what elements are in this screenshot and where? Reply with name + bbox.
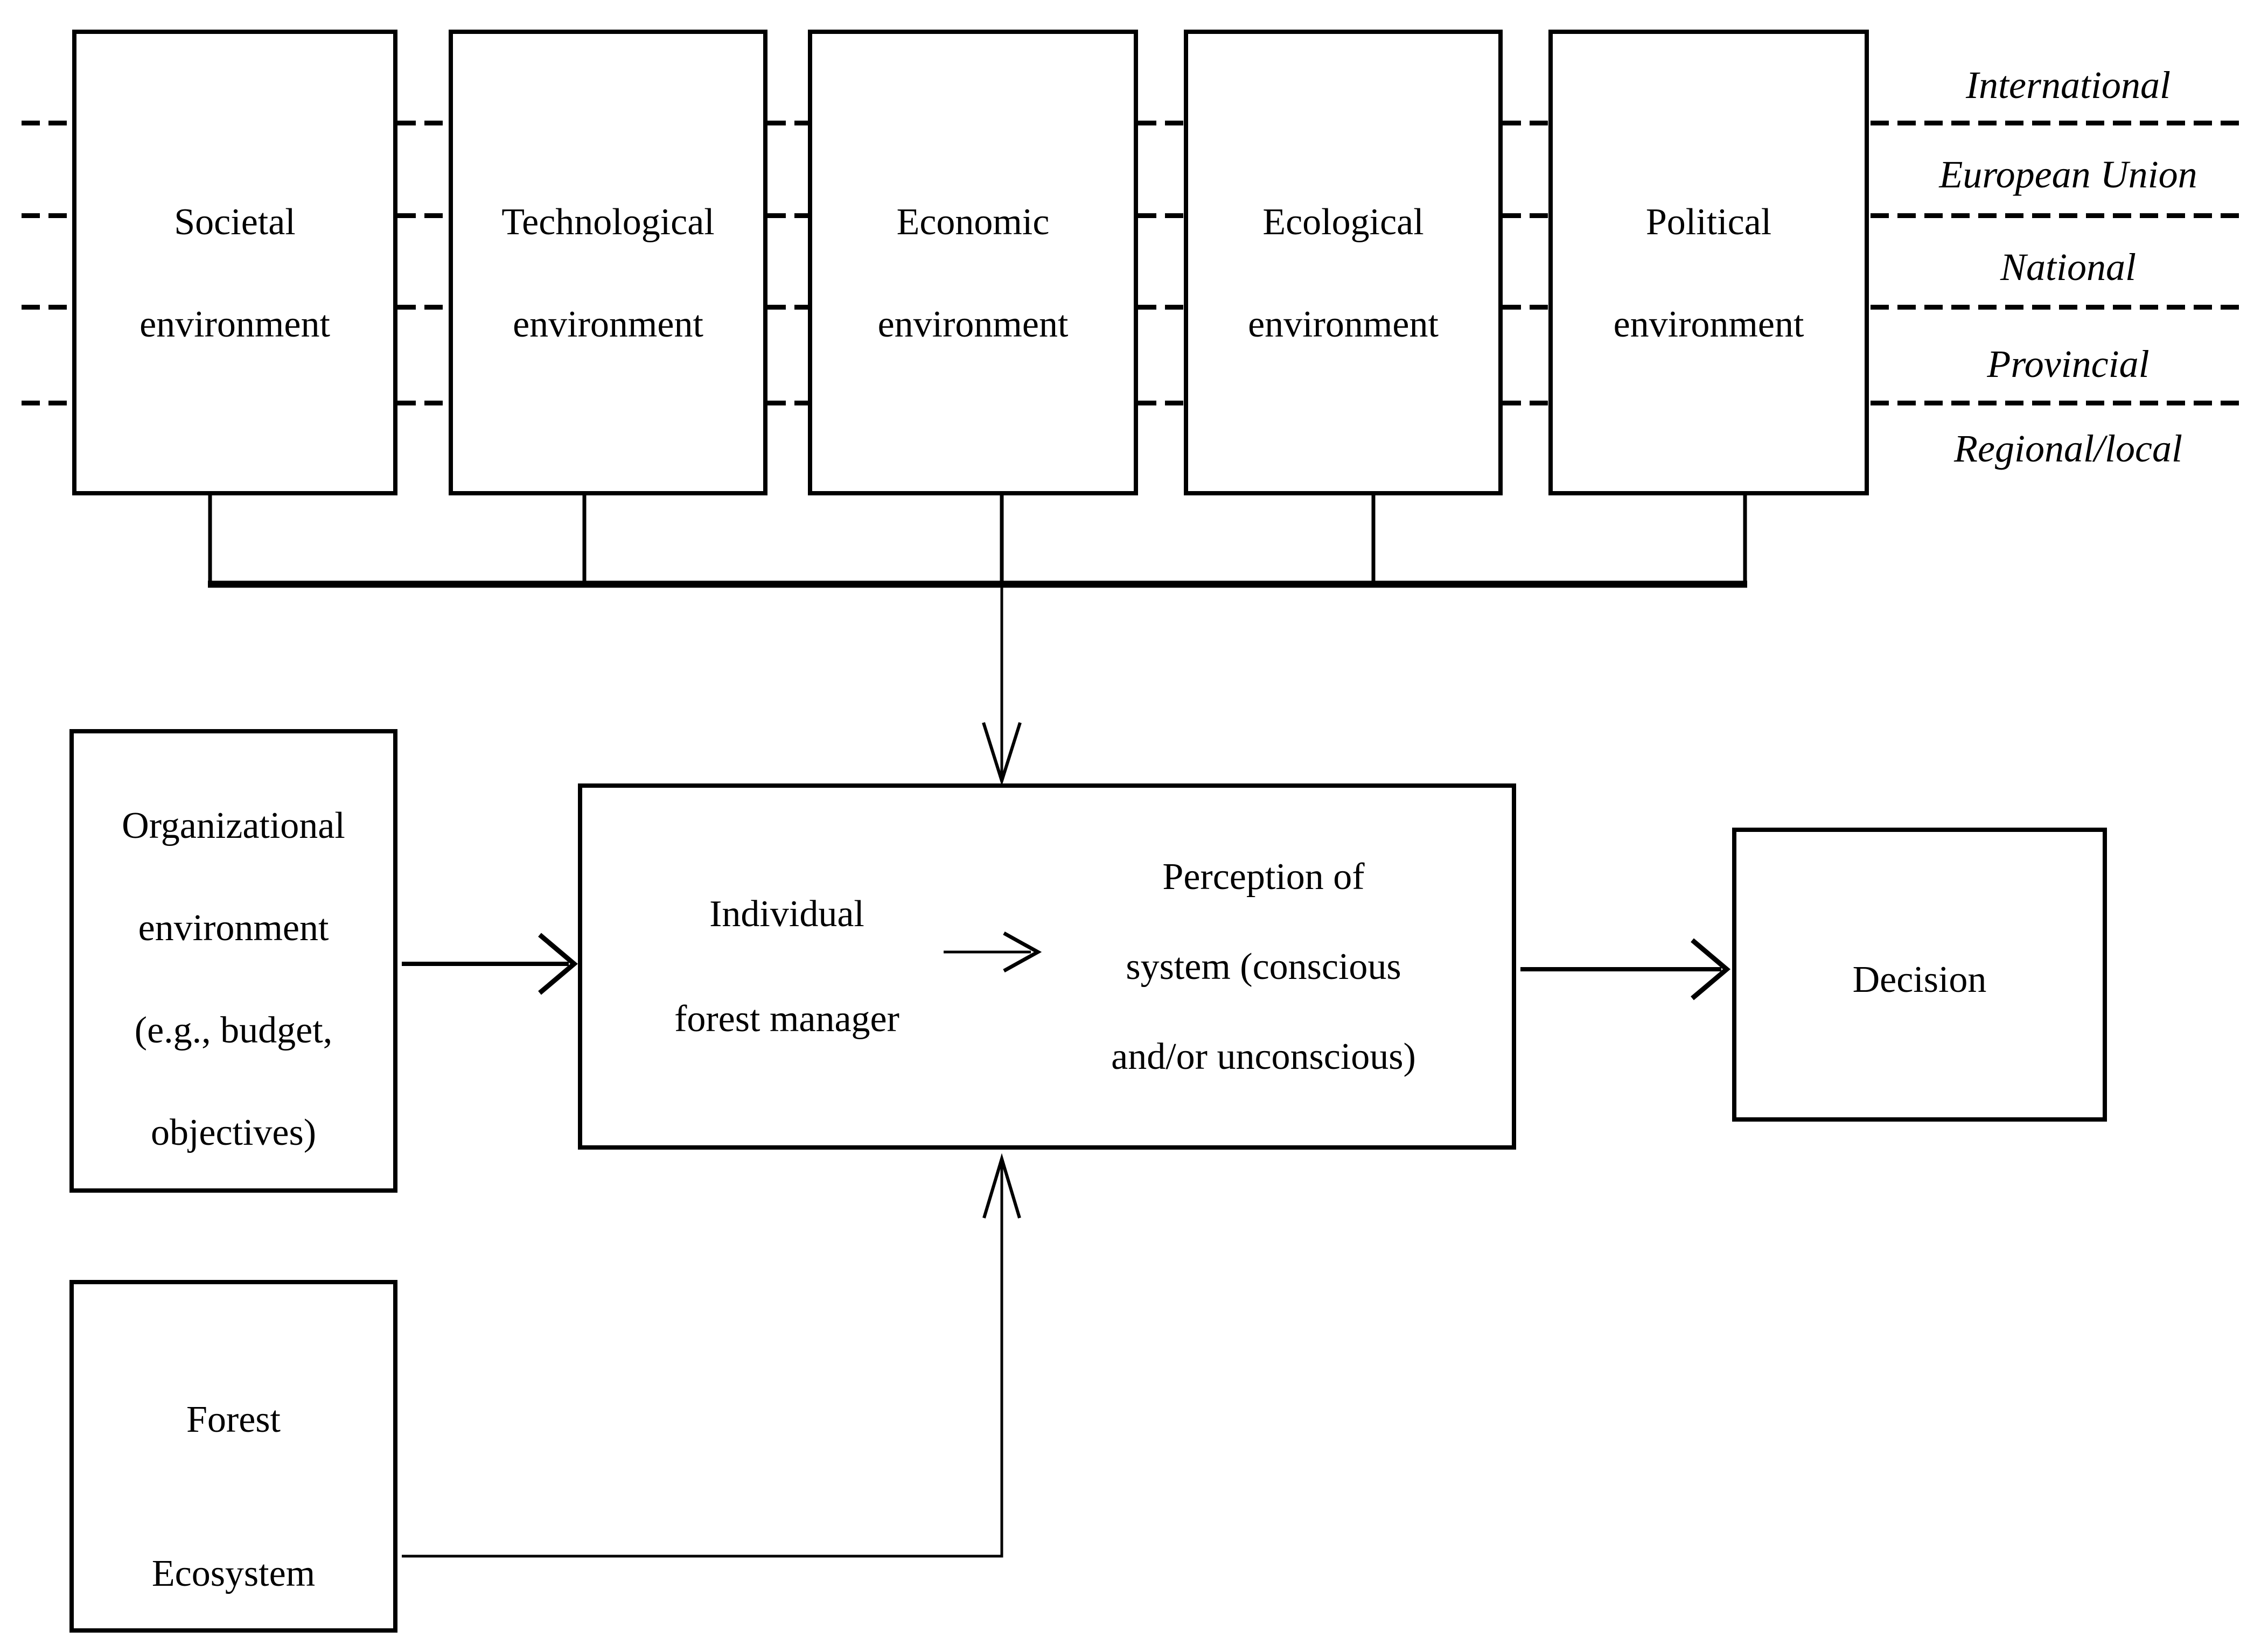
dashed-level-line-segment [1871, 121, 2248, 125]
box-label-line: Societal [174, 201, 296, 243]
scale-label-national: National [2000, 246, 2137, 289]
decision-box: Decision [1732, 828, 2107, 1122]
dashed-level-line-segment [397, 305, 449, 310]
box-label-line: Ecosystem [151, 1552, 316, 1594]
dashed-level-line-segment [397, 401, 449, 405]
box-label-line: Ecological [1262, 201, 1424, 243]
dashed-level-line-segment [397, 213, 449, 218]
box-label-line: Political [1645, 201, 1772, 243]
scale-label-provincial: Provincial [1987, 342, 2150, 386]
dashed-level-line-segment [1138, 213, 1184, 218]
dashed-level-line-segment [767, 121, 808, 125]
box-label-line: environment [513, 303, 703, 345]
dashed-level-line-segment [1138, 401, 1184, 405]
dashed-level-line-segment [1503, 401, 1548, 405]
box-label-line: environment [1248, 303, 1439, 345]
box-label-line: Organizational [122, 804, 345, 846]
forest-manager-perception-box: Individual forest manager Perception of … [578, 783, 1516, 1150]
dashed-level-line-segment [22, 121, 72, 125]
scale-label-european-union: European Union [1939, 153, 2197, 196]
economic-environment-box: Economic environment [808, 30, 1138, 495]
ecological-environment-box: Ecological environment [1184, 30, 1503, 495]
dashed-level-line-segment [22, 401, 72, 405]
box-label-line: system (conscious [1126, 946, 1401, 988]
dashed-level-line-segment [1138, 305, 1184, 310]
box-label-line: environment [139, 303, 330, 345]
dashed-level-line-segment [22, 305, 72, 310]
box-label-line: forest manager [674, 998, 899, 1040]
box-label-line: Technological [501, 201, 715, 243]
box-label-line: Forest [186, 1398, 281, 1440]
dashed-level-line-segment [767, 213, 808, 218]
perception-of-system-text: Perception of system (conscious and/or u… [1040, 788, 1487, 1172]
box-label-line: environment [138, 907, 329, 949]
scale-label-international: International [1966, 64, 2171, 107]
box-label-line: Perception of [1162, 856, 1365, 898]
box-label-line: Individual [709, 893, 864, 935]
scale-label-regional-local: Regional/local [1954, 427, 2182, 470]
dashed-level-line-segment [1871, 401, 2248, 405]
box-label-line: Economic [896, 201, 1050, 243]
dashed-level-line-segment [1503, 121, 1548, 125]
box-label-line: objectives) [150, 1111, 317, 1153]
technological-environment-box: Technological environment [449, 30, 767, 495]
box-label-line: and/or unconscious) [1111, 1035, 1416, 1077]
box-label-line: Decision [1852, 959, 1987, 1000]
manager-to-decision-arrow [1520, 938, 1730, 1000]
individual-forest-manager-text: Individual forest manager [598, 788, 975, 1185]
dashed-level-line-segment [1871, 305, 2248, 310]
forest-to-manager-arrow [402, 1153, 1021, 1558]
box-label-line: environment [877, 303, 1069, 345]
societal-environment-box: Societal environment [72, 30, 397, 495]
box-label-line: environment [1613, 303, 1804, 345]
env-to-manager-arrow [982, 584, 1022, 786]
dashed-level-line-segment [397, 121, 449, 125]
dashed-level-line-segment [1503, 213, 1548, 218]
dashed-level-line-segment [767, 305, 808, 310]
organizational-environment-box: Organizational environment (e.g., budget… [69, 729, 397, 1193]
dashed-level-line-segment [22, 213, 72, 218]
dashed-level-line-segment [1871, 213, 2248, 218]
political-environment-box: Political environment [1548, 30, 1869, 495]
dashed-level-line-segment [1503, 305, 1548, 310]
box-label-line: (e.g., budget, [134, 1009, 333, 1051]
dashed-level-line-segment [1138, 121, 1184, 125]
forest-ecosystem-box: Forest Ecosystem [69, 1280, 397, 1633]
org-to-manager-arrow [402, 933, 578, 995]
dashed-level-line-segment [767, 401, 808, 405]
